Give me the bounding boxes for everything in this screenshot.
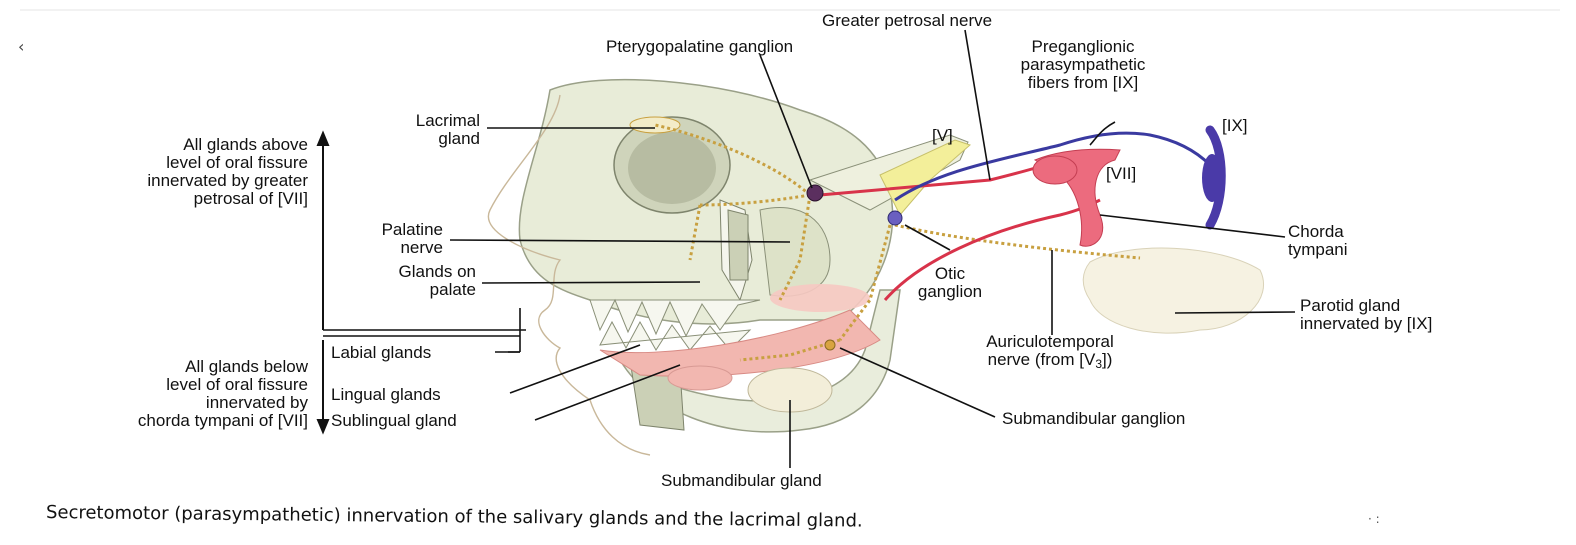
otic-ganglion-dot — [888, 211, 902, 225]
pterygopalatine-ganglion-label: Pterygopalatine ganglion — [606, 37, 793, 56]
svg-text:· :: · : — [1368, 512, 1380, 526]
parotid-gland-shape — [1083, 248, 1263, 333]
pterygopalatine-ganglion-dot — [807, 185, 823, 201]
parotid-label-1: Parotid gland — [1300, 296, 1400, 315]
lacrimal-label-1: Lacrimal — [380, 111, 480, 130]
chorda-label-2: tympani — [1288, 240, 1348, 259]
below-label-2: level of oral fissure — [10, 375, 308, 394]
glands-palate-label-2: palate — [340, 280, 476, 299]
above-label-3: innervated by greater — [30, 171, 308, 190]
submandibular-ganglion-label: Submandibular ganglion — [1002, 409, 1185, 428]
labial-glands-label: Labial glands — [331, 343, 431, 362]
below-label-3: innervated by — [10, 393, 308, 412]
ix-nerve-ganglion — [1202, 154, 1222, 202]
sublingual-gland-label: Sublingual gland — [331, 411, 457, 430]
preganglionic-label-3: fibers from [IX] — [1010, 73, 1156, 92]
auriculotemporal-label-2: nerve (from [V3]) — [940, 350, 1160, 374]
palatine-label-2: nerve — [340, 238, 443, 257]
above-label-2: level of oral fissure — [30, 153, 308, 172]
preganglionic-label-2: parasympathetic — [1010, 55, 1156, 74]
otic-label-2: ganglion — [890, 282, 1010, 301]
auriculotemporal-label-1: Auriculotemporal — [940, 332, 1160, 351]
vii-label: [VII] — [1106, 164, 1136, 183]
above-label-1: All glands above — [30, 135, 308, 154]
svg-text:‹: ‹ — [18, 37, 24, 56]
submandibular-gland-label: Submandibular gland — [661, 471, 822, 490]
preganglionic-label-1: Preganglionic — [1010, 37, 1156, 56]
palatine-label-1: Palatine — [340, 220, 443, 239]
v-label: [V] — [932, 126, 953, 145]
chorda-label-1: Chorda — [1288, 222, 1344, 241]
below-label-4: chorda tympani of [VII] — [10, 411, 308, 430]
lacrimal-gland-shape — [630, 117, 680, 133]
below-label-1: All glands below — [10, 357, 308, 376]
above-label-4: petrosal of [VII] — [30, 189, 308, 208]
submandibular-ganglion-dot — [825, 340, 835, 350]
ix-label: [IX] — [1222, 116, 1248, 135]
otic-label-1: Otic — [890, 264, 1010, 283]
lingual-glands-label: Lingual glands — [331, 385, 441, 404]
lacrimal-label-2: gland — [380, 129, 480, 148]
glands-palate-label-1: Glands on — [340, 262, 476, 281]
greater-petrosal-nerve-label: Greater petrosal nerve — [822, 11, 992, 30]
parotid-label-2: innervated by [IX] — [1300, 314, 1432, 333]
